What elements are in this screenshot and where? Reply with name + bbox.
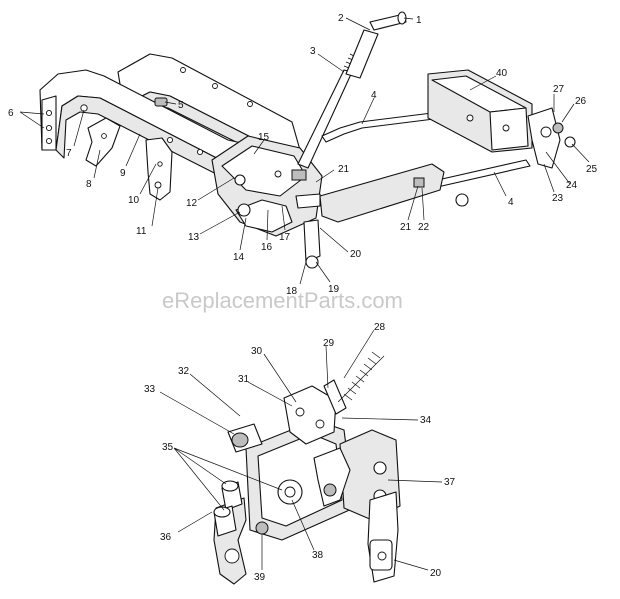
callout-36: 36 bbox=[160, 532, 172, 543]
callout-17: 17 bbox=[279, 232, 291, 243]
callout-19: 19 bbox=[328, 284, 340, 295]
callout-40: 40 bbox=[496, 68, 508, 79]
detail-bolt bbox=[227, 423, 263, 453]
detail-rod bbox=[367, 491, 399, 583]
callout-21: 21 bbox=[338, 164, 350, 175]
bracket-arm bbox=[85, 117, 121, 167]
callout-31: 31 bbox=[238, 374, 250, 385]
mounting-bracket bbox=[427, 69, 533, 153]
bolt bbox=[154, 97, 168, 107]
callout-3: 3 bbox=[310, 46, 316, 57]
callout-13: 13 bbox=[188, 232, 200, 243]
callout-labels: 1 2 3 4 4 5 6 7 8 9 10 11 12 13 14 15 16… bbox=[8, 13, 598, 583]
link-plate bbox=[319, 163, 469, 223]
callout-11: 11 bbox=[136, 226, 147, 237]
callout-6: 6 bbox=[8, 108, 14, 119]
callout-7: 7 bbox=[66, 148, 72, 159]
pivot-link bbox=[303, 219, 321, 269]
callout-16: 16 bbox=[261, 242, 273, 253]
watermark: eReplacementParts.com bbox=[162, 288, 403, 313]
callout-34: 34 bbox=[420, 415, 432, 426]
callout-33: 33 bbox=[144, 384, 156, 395]
callout-1: 1 bbox=[416, 15, 422, 26]
callout-8: 8 bbox=[86, 179, 92, 190]
detail-rollers bbox=[213, 480, 269, 537]
callout-39: 39 bbox=[254, 572, 266, 583]
callout-28: 28 bbox=[374, 322, 386, 333]
callout-12: 12 bbox=[186, 198, 198, 209]
callout-26: 26 bbox=[575, 96, 587, 107]
callout-10: 10 bbox=[128, 195, 140, 206]
detail-spring bbox=[337, 351, 385, 403]
callout-38: 38 bbox=[312, 550, 324, 561]
callout-20: 20 bbox=[430, 568, 442, 579]
lever-grip bbox=[345, 11, 407, 79]
callout-37: 37 bbox=[444, 477, 456, 488]
callout-14: 14 bbox=[233, 252, 245, 263]
callout-27: 27 bbox=[553, 84, 565, 95]
callout-30: 30 bbox=[251, 346, 263, 357]
callout-9: 9 bbox=[120, 168, 126, 179]
control-plate-assembly bbox=[211, 135, 323, 237]
leader-lines bbox=[19, 17, 590, 571]
callout-25: 25 bbox=[586, 164, 598, 175]
callout-18: 18 bbox=[286, 286, 298, 297]
callout-15: 15 bbox=[258, 132, 270, 143]
callout-23: 23 bbox=[552, 193, 564, 204]
callout-5: 5 bbox=[178, 100, 184, 111]
detail-main-plate bbox=[245, 419, 355, 541]
callout-22: 22 bbox=[418, 222, 430, 233]
callout-21: 21 bbox=[400, 222, 412, 233]
callout-29: 29 bbox=[323, 338, 335, 349]
detail-lever-arm bbox=[283, 379, 347, 445]
callout-24: 24 bbox=[566, 180, 578, 191]
callout-4: 4 bbox=[371, 90, 377, 101]
callout-32: 32 bbox=[178, 366, 190, 377]
callout-20: 20 bbox=[350, 249, 362, 260]
hanger-bracket bbox=[145, 137, 173, 201]
callout-2: 2 bbox=[338, 13, 344, 24]
callout-4: 4 bbox=[508, 197, 514, 208]
callout-35: 35 bbox=[162, 442, 174, 453]
shift-rod-upper bbox=[321, 111, 443, 143]
